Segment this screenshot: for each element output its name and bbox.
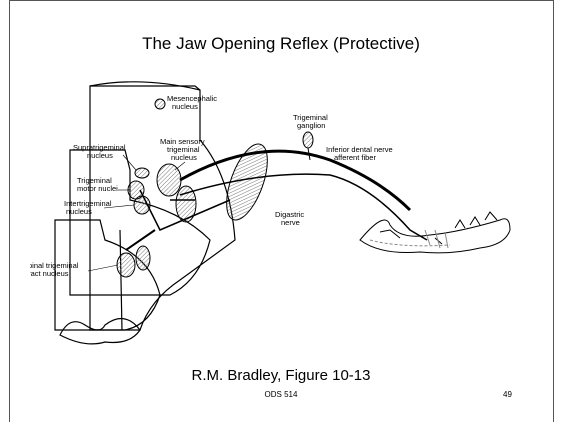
slide-border-left [9, 0, 10, 422]
nuclei [117, 99, 313, 277]
nerve-pathways [126, 148, 442, 250]
slide-border-right [553, 0, 554, 422]
spinal-nucleus-shape [117, 253, 135, 277]
main-sensory-nucleus-shape [157, 164, 181, 196]
label-inferior-2: afferent fiber [334, 153, 376, 162]
label-trig-motor-2: motor nuclei [77, 184, 118, 193]
jaw-reflex-diagram: Mesencephalic nucleus Supratrigeminal nu… [30, 80, 530, 350]
label-supratrigeminal-2: nucleus [87, 151, 113, 160]
label-intertrig-2: nucleus [66, 207, 92, 216]
figure-caption: R.M. Bradley, Figure 10-13 [0, 367, 562, 384]
trigeminal-ganglion [303, 132, 313, 148]
course-footer: ODS 514 [0, 390, 562, 399]
mesencephalic-nucleus [155, 99, 165, 109]
page-number: 49 [503, 390, 512, 399]
mandible [360, 212, 510, 253]
label-spinal-2: tract nucleus [30, 269, 69, 278]
spinal-nucleus-shape-2 [136, 246, 150, 270]
slide-title: The Jaw Opening Reflex (Protective) [0, 34, 562, 54]
slide-border-top [9, 0, 553, 1]
label-main-sensory-3: nucleus [171, 153, 197, 162]
label-digastric-2: nerve [281, 218, 300, 227]
label-mesencephalic-2: nucleus [172, 102, 198, 111]
supratrigeminal-nucleus-shape [135, 168, 149, 178]
label-ganglion-2: ganglion [297, 121, 325, 130]
